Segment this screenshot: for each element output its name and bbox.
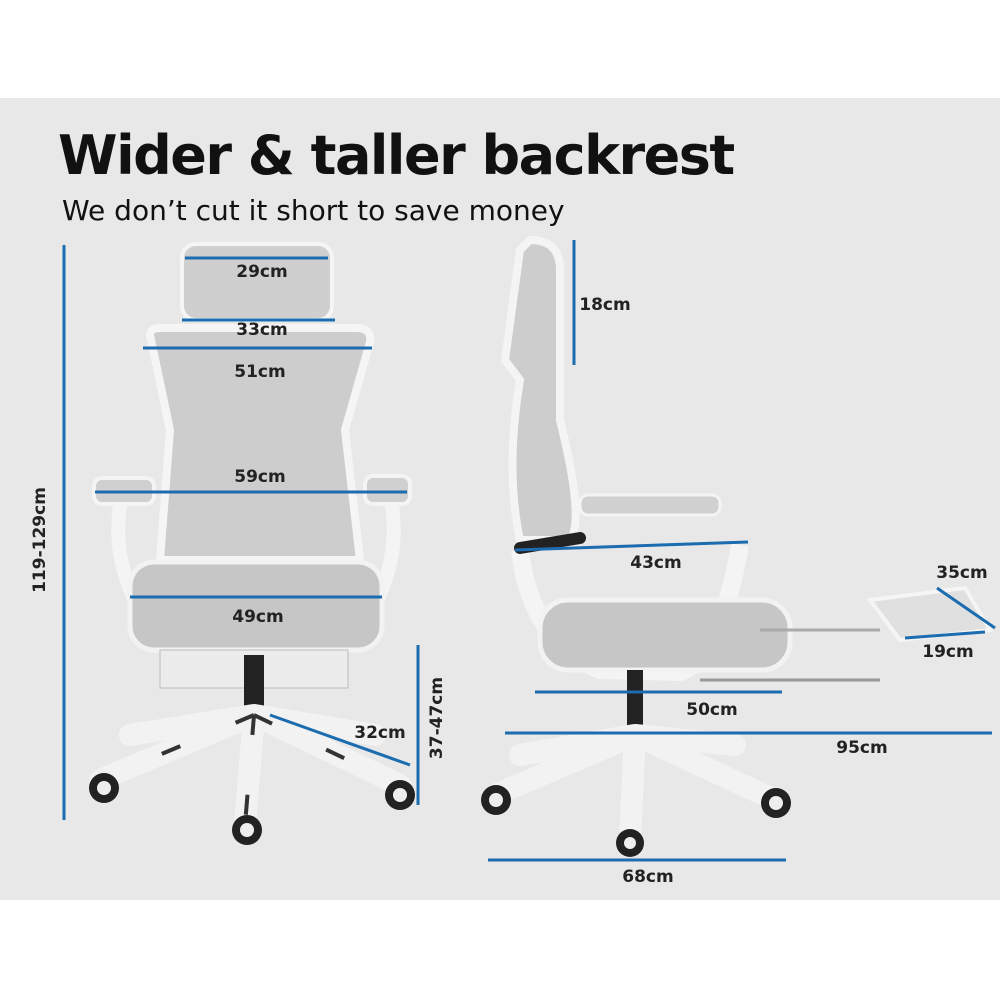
front-chair (89, 242, 415, 845)
subheadline: We don’t cut it short to save money (62, 194, 565, 227)
line-footrest-depth (904, 630, 986, 640)
line-base-leg (269, 713, 411, 767)
armrest-depth-label: 43cm (630, 553, 682, 573)
backrest-top-width-label: 51cm (234, 362, 286, 382)
total-height-label: 119-129cm (30, 487, 50, 593)
footrest-width-label: 35cm (936, 563, 988, 583)
line-armrest-depth (514, 540, 749, 552)
headrest-height-label: 18cm (579, 295, 631, 315)
footrest-depth-label: 19cm (922, 642, 974, 662)
seat-depth-label: 50cm (686, 700, 738, 720)
base-leg-label: 32cm (354, 723, 406, 743)
line-footrest-width (936, 586, 996, 630)
dimension-lines (62, 240, 996, 862)
side-chair (481, 235, 994, 857)
base-width-label: 68cm (622, 867, 674, 887)
seat-width-label: 49cm (232, 607, 284, 627)
headline: Wider & taller backrest (58, 124, 735, 187)
armrest-span-label: 59cm (234, 467, 286, 487)
headrest-bottom-width-label: 33cm (236, 320, 288, 340)
seat-height-label: 37-47cm (427, 676, 447, 760)
headrest-width-label: 29cm (236, 262, 288, 282)
total-depth-label: 95cm (836, 738, 888, 758)
